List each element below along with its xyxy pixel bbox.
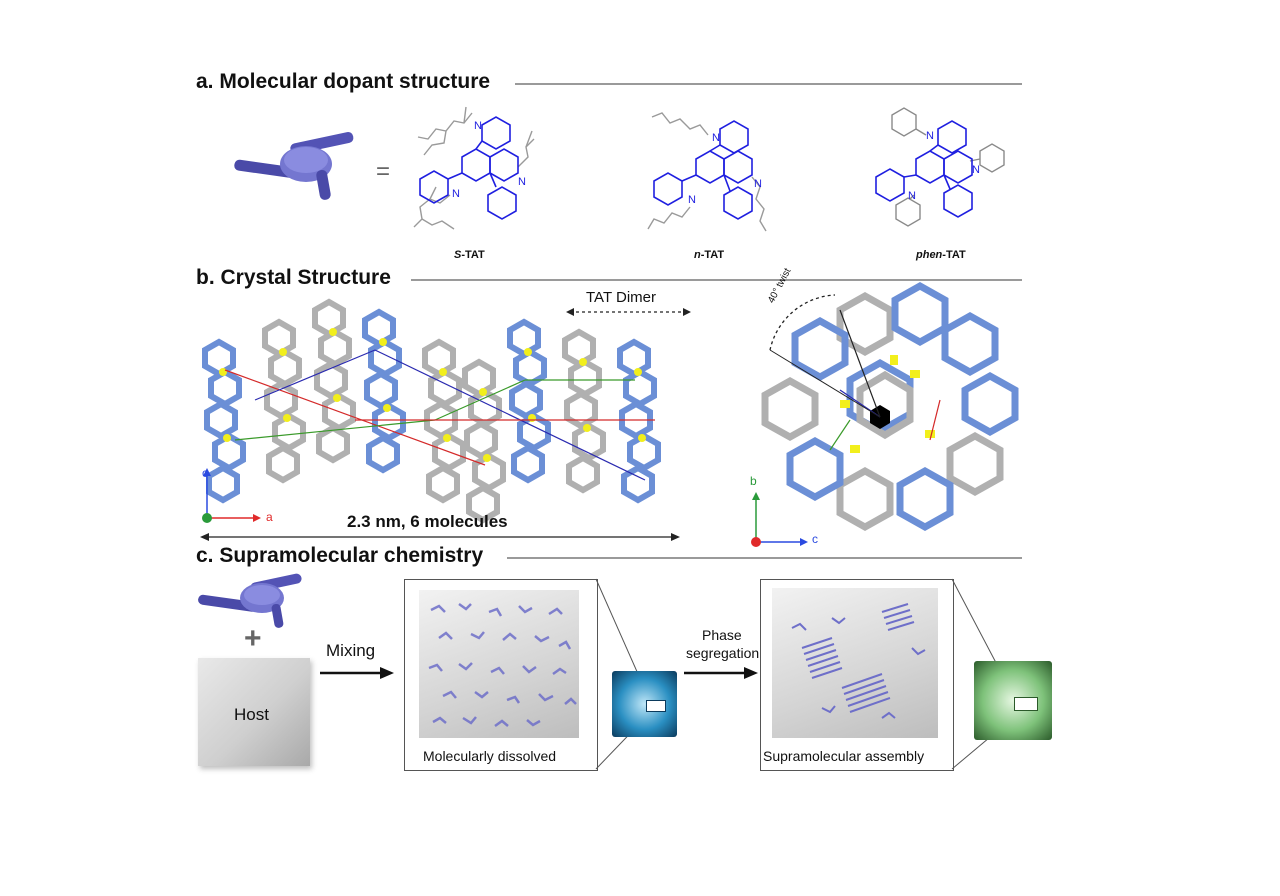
crystal-molecule [365,312,403,470]
phen-tat-n-atom: N [926,130,934,142]
section-b-title: b. Crystal Structure [196,266,391,289]
plus-sign: + [244,622,262,655]
phen-tat-suffix: -TAT [942,249,966,261]
mixing-label: Mixing [326,641,376,660]
dissolved-dopants [428,602,577,728]
mixing-arrow [320,667,394,679]
n-tat-suffix: -TAT [700,249,725,261]
host-label: Host [234,705,269,724]
axes-right [751,492,808,547]
crystal-molecule [620,342,658,500]
chip-blue-window [646,700,666,712]
s-tat-structure: N N N [413,106,535,230]
assembly-cube [772,588,938,738]
dopant-icon-small [198,573,302,628]
s-tat-suffix: -TAT [461,249,485,261]
host-box [198,658,310,766]
n-tat-structure: N N N [647,112,767,232]
equals-sign: = [376,158,391,185]
chip-green-window [1014,697,1038,711]
tat-dimer-arrow [566,308,691,316]
assembly-label: Supramolecular assembly [763,748,925,764]
s-tat-label: S-TAT [454,249,485,261]
crystal-molecule [315,302,353,460]
n-tat-label: n-TAT [694,249,724,261]
phen-tat-structure: N N N [875,107,1005,227]
crystal-molecule [565,332,603,490]
dopant-icon [234,131,354,200]
n-tat-prefix: n [694,249,701,261]
s-tat-prefix: S [454,249,462,261]
crystal-top-view [751,281,1019,547]
assembly-clusters [791,603,926,719]
axis-c-label-right: c [812,532,818,546]
n-tat-n-atom: N [712,132,720,144]
crystal-molecule [205,342,243,500]
axis-c-label-left: c [202,466,208,480]
phase-label: Phase [702,627,742,643]
crystal-molecule [465,362,503,520]
s-tat-n-atom: N [518,176,526,188]
axes-left [202,468,261,523]
tat-dimer-label: TAT Dimer [586,289,656,306]
section-b-rule [411,279,1022,281]
section-c-title: c. Supramolecular chemistry [196,544,484,567]
section-c-rule [507,557,1022,559]
crystal-molecule [265,322,303,480]
section-a-rule [515,83,1022,85]
s-tat-n-atom: N [474,120,482,132]
crystal-side-view [202,290,705,523]
crystal-molecule [510,322,548,480]
phen-tat-n-atom: N [972,164,980,176]
phen-tat-prefix: phen [916,249,943,261]
chip-blue [612,671,677,737]
n-tat-n-atom: N [688,194,696,206]
segregation-label: segregation [686,645,760,661]
axis-b-label: b [750,474,757,488]
s-tat-n-atom: N [452,188,460,200]
phen-tat-label: phen-TAT [916,249,966,261]
dissolved-label: Molecularly dissolved [423,748,557,764]
chip-green [974,661,1052,740]
axis-a-label: a [266,510,273,524]
segregation-arrow [684,667,758,679]
n-tat-n-atom: N [754,178,762,190]
phen-tat-n-atom: N [908,190,916,202]
span-label: 2.3 nm, 6 molecules [347,512,508,531]
section-a-title: a. Molecular dopant structure [196,70,491,93]
span-arrow [200,533,680,541]
